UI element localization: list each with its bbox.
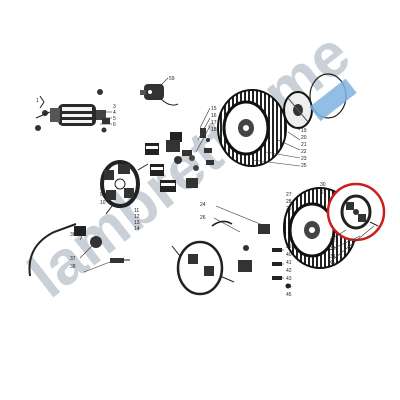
watermark-accent [309,78,357,122]
part-label-5: 5 [113,116,116,122]
part-label-38: 38 [70,264,76,270]
part-label-26: 26 [200,215,206,221]
highlighted-base-plate [326,182,386,242]
part-label-15: 15 [211,106,217,112]
part-label-22: 22 [301,149,307,155]
part-label-17: 17 [211,120,217,126]
part-label-25: 25 [301,163,307,169]
part-label-39: 39 [286,244,292,250]
part-label-16: 16 [211,113,217,119]
part-label-24: 24 [200,202,206,208]
part-label-27: 27 [286,192,292,198]
part-label-28: 28 [286,199,292,205]
part-label-29: 29 [286,206,292,212]
starter-motor [35,89,110,133]
part-label-35: 35 [330,262,336,268]
leader-lines [79,77,375,279]
part-label-11: 11 [134,208,139,214]
part-label-32: 32 [330,238,336,244]
part-label-23: 23 [301,156,307,162]
part-label-14: 14 [134,226,140,232]
part-label-40: 40 [286,252,292,258]
part-label-9: 9 [100,192,103,198]
part-label-33: 33 [330,246,336,252]
flywheel-top [217,89,287,167]
part-label-10: 10 [100,200,106,206]
part-label-59: 59 [169,76,175,82]
stator [100,160,149,215]
part-label-1: 1 [36,98,39,104]
part-label-43: 43 [286,276,292,282]
part-label-12: 12 [134,214,140,220]
part-label-41: 41 [286,260,292,266]
part-label-42: 42 [286,268,292,274]
part-label-13: 13 [134,220,140,226]
part-number-labels: 59 1 3 4 5 6 15 16 17 18 19 20 21 22 23 … [36,76,336,298]
ignition-plate [171,220,270,296]
ht-lead [28,223,130,277]
part-label-21: 21 [301,142,307,148]
cover-plate [283,91,313,129]
coils-cluster [145,128,214,192]
part-label-4: 4 [113,110,116,116]
part-label-36: 36 [70,232,76,238]
part-label-20: 20 [301,135,307,141]
part-label-44: 44 [286,284,292,290]
part-label-18: 18 [211,127,217,133]
part-label-3: 3 [113,104,116,110]
part-label-34: 34 [330,254,336,260]
motor-59 [140,84,179,106]
part-label-19: 19 [301,128,307,134]
part-label-37: 37 [70,256,76,262]
part-label-6: 6 [113,122,116,128]
part-label-30: 30 [320,182,326,188]
part-label-31: 31 [320,190,326,196]
part-label-45: 45 [286,292,292,298]
